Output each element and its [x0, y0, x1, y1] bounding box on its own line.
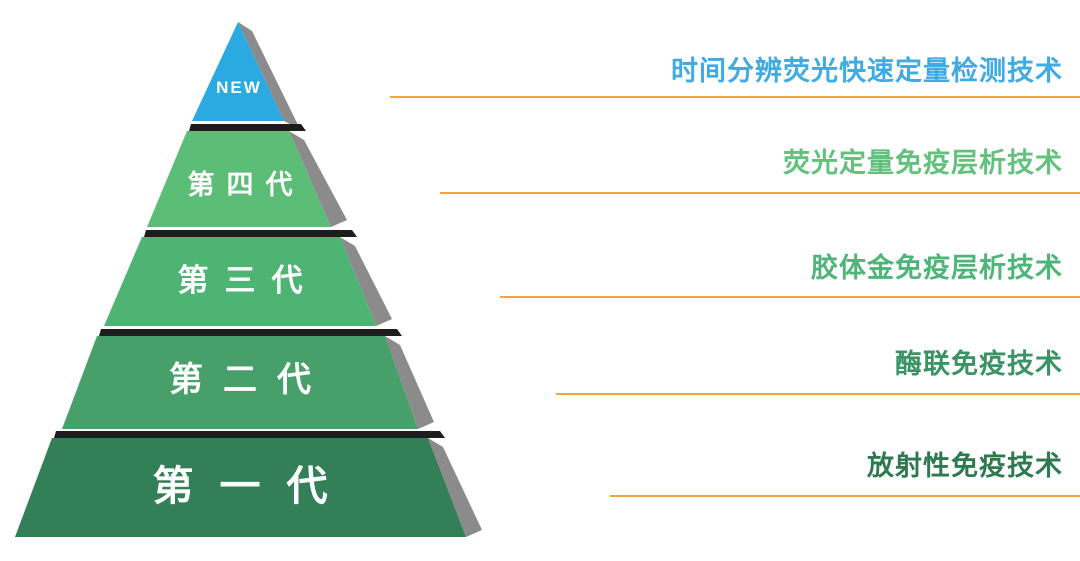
tech-label-gen1: 放射性免疫技术 — [867, 451, 1063, 481]
tech-label-gen2: 酶联免疫技术 — [895, 349, 1063, 379]
level-2-face — [62, 336, 418, 429]
level-4-top-edge — [189, 124, 306, 131]
level-1-face — [15, 438, 466, 537]
level-1-side-shadow — [428, 438, 482, 537]
tech-underline-gen2 — [556, 393, 1080, 395]
level-new-face — [192, 22, 284, 121]
tech-label-gen4: 荧光定量免疫层析技术 — [783, 148, 1063, 178]
tech-underline-new — [390, 96, 1080, 98]
tech-underline-gen4 — [440, 192, 1080, 194]
level-3-side-shadow — [340, 237, 392, 326]
tech-underline-gen3 — [500, 296, 1080, 298]
level-3-top-edge — [144, 230, 357, 237]
level-3-face — [104, 237, 376, 326]
pyramid-graphic — [15, 22, 482, 537]
level-1-top-edge — [54, 431, 445, 438]
level-4-side-shadow — [289, 131, 347, 227]
tech-underline-gen1 — [610, 495, 1080, 497]
tech-label-new: 时间分辨荧光快速定量检测技术 — [671, 56, 1063, 86]
level-2-side-shadow — [385, 336, 434, 429]
tech-label-gen3: 胶体金免疫层析技术 — [811, 253, 1063, 283]
level-2-top-edge — [99, 329, 402, 336]
level-4-face — [147, 131, 331, 227]
level-new-side-shadow — [238, 22, 300, 129]
